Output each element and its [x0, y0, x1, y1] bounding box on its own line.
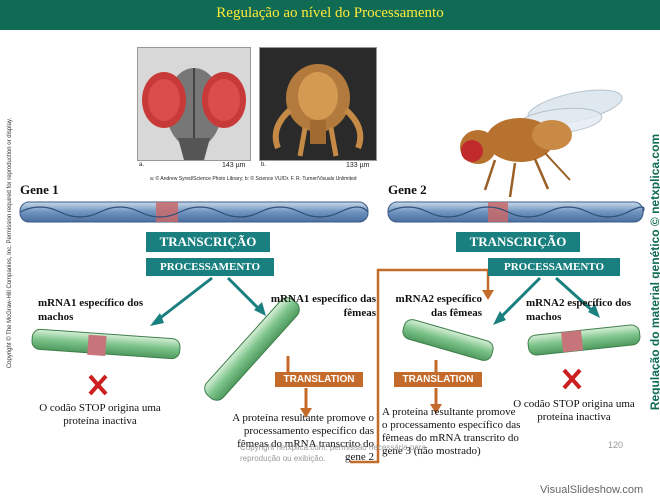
gene2-translation-box: TRANSLATION [394, 372, 482, 387]
page-title: Regulação ao nível do Processamento [216, 5, 444, 21]
fruit-fly-illustration [460, 89, 623, 198]
mrna2-male-label: mRNA2 específico dos machos [526, 297, 632, 323]
mrna2-female-label: mRNA2 específico das fêmeas [395, 293, 482, 319]
photo-credit: a: © Andrew Syred/Science Photo Library;… [150, 176, 357, 182]
page-number: 120 [608, 440, 624, 450]
watermark: VisualSlideshow.com [540, 484, 644, 496]
gene2-processing-box: PROCESSAMENTO [488, 258, 620, 276]
photo-b-scale: 133 µm [346, 162, 370, 169]
fly-head-photo-a [137, 47, 251, 161]
photo-a-scale: 143 µm [222, 162, 246, 169]
stop-cross-gene2 [562, 368, 582, 390]
gene1-stop-text: O codão STOP origina uma proteína inacti… [39, 402, 161, 427]
regulation-connector [350, 268, 490, 464]
gene2-label: Gene 2 [388, 182, 427, 197]
gene2-protein-text: A proteína resultante promove o processa… [382, 406, 521, 457]
gene2-stop-text: O codão STOP origina uma proteína inacti… [513, 398, 635, 423]
stop-cross-gene1 [88, 374, 108, 396]
photo-a-label: a. [139, 162, 145, 168]
title-bar: Regulação ao nível do Processamento [0, 0, 660, 30]
gene1-label: Gene 1 [20, 182, 59, 197]
gene2-transcription-box: TRANSCRIÇÃO [456, 232, 580, 252]
gene1-transcription-box: TRANSCRIÇÃO [146, 232, 270, 252]
photo-b-label: b. [261, 162, 267, 168]
gene2-chromosome [387, 201, 645, 223]
mrna1-female-label: mRNA1 específico das fêmeas [270, 293, 376, 319]
mrna2-male-strand [527, 324, 641, 356]
mrna2-female-strand [402, 319, 494, 361]
mrna1-male-strand [31, 328, 181, 360]
gene1-protein-text: A proteína resultante promove o processa… [232, 412, 374, 463]
footer-copyright: Copyright netxplica.com: permissão neces… [240, 443, 426, 463]
fly-head-photo-b [259, 47, 377, 161]
mrna1-female-strand [204, 297, 300, 401]
gene1-chromosome [19, 201, 369, 223]
mrna1-male-label: mRNA1 específico dos machos [38, 297, 144, 323]
gene1-translation-box: TRANSLATION [275, 372, 363, 387]
gene1-processing-box: PROCESSAMENTO [146, 258, 274, 276]
